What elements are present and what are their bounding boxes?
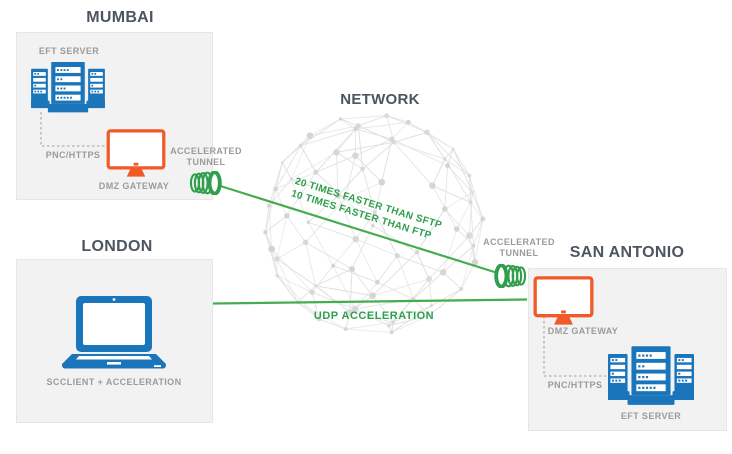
accelerated-tunnel-label-sanantonio: ACCELERATED TUNNEL (483, 237, 555, 258)
accelerated-tunnel-label-mumbai: ACCELERATED TUNNEL (170, 146, 242, 167)
pnc-https-label-sanantonio: PNC/HTTPS (547, 380, 603, 390)
network-title: NETWORK (340, 91, 420, 108)
dmz-gateway-label-sanantonio: DMZ GATEWAY (547, 326, 619, 336)
tunnel-coil-icon-mumbai (189, 171, 222, 195)
pnc-https-label-mumbai: PNC/HTTPS (45, 150, 101, 160)
london-title: LONDON (81, 238, 153, 255)
mumbai-title: MUMBAI (86, 9, 154, 26)
sanantonio-gateway-server-connector (543, 316, 606, 377)
tunnel-coil-icon-sanantonio (494, 264, 527, 288)
eft-server-label-mumbai: EFT SERVER (38, 46, 100, 56)
eft-server-icon-sanantonio (608, 346, 694, 405)
udp-acceleration-link (212, 298, 528, 305)
network-globe (263, 113, 486, 335)
laptop-icon-london (62, 296, 166, 369)
dmz-gateway-monitor-icon-mumbai (106, 129, 166, 179)
udp-acceleration-label: UDP ACCELERATION (313, 310, 435, 322)
eft-server-label-sanantonio: EFT SERVER (620, 411, 682, 421)
accelerated-tunnel-link (213, 182, 505, 277)
eft-server-icon-mumbai (31, 62, 105, 113)
scclient-acceleration-label: SCCLIENT + ACCELERATION (46, 377, 182, 387)
mumbai-server-gateway-connector (40, 112, 105, 147)
mumbai-box (16, 32, 213, 200)
san-antonio-title: SAN ANTONIO (569, 244, 685, 261)
dmz-gateway-label-mumbai: DMZ GATEWAY (98, 181, 170, 191)
